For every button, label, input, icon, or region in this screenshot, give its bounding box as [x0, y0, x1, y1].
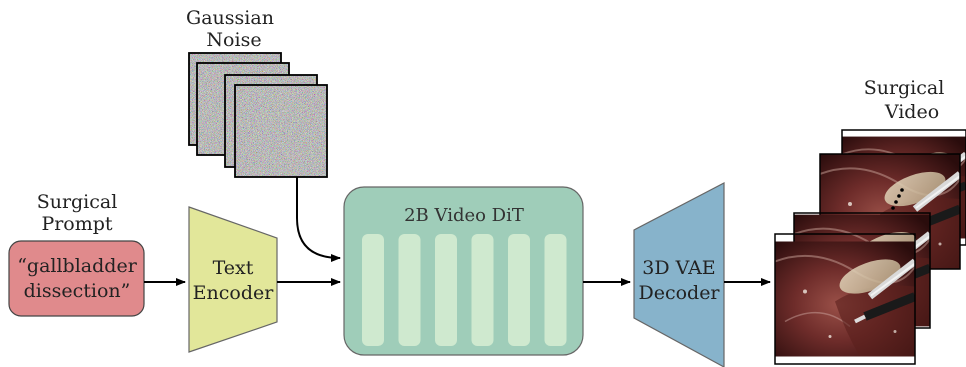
text-encoder-label-line1: Text — [213, 257, 254, 279]
dit-layer — [398, 234, 421, 346]
prompt-text-line1: “gallbladder — [17, 255, 137, 277]
video-label-line1: Surgical — [864, 77, 945, 99]
dit-layer-group — [362, 234, 567, 346]
arrow-noise-to-dit — [296, 177, 341, 262]
noise-label-line1: Gaussian — [186, 7, 274, 29]
text-encoder-block — [188, 206, 278, 353]
noise-stack — [188, 52, 328, 178]
video-stack — [774, 129, 966, 365]
prompt-box — [8, 240, 145, 317]
vae-decoder-block — [633, 182, 725, 367]
dit-label: 2B Video DiT — [404, 205, 524, 226]
noise-label-line2: Noise — [206, 29, 261, 51]
vae-label-line1: 3D VAE — [642, 257, 715, 279]
prompt-title-line2: Prompt — [41, 213, 112, 235]
dit-layer — [544, 234, 567, 346]
dit-layer — [362, 234, 384, 346]
dit-layer — [471, 234, 494, 346]
video-label-line2: Video — [884, 101, 939, 123]
text-encoder-label-line2: Encoder — [193, 282, 275, 304]
dit-layer — [508, 234, 530, 346]
vae-label-line2: Decoder — [638, 282, 720, 304]
prompt-text-line2: dissection” — [24, 280, 131, 302]
dit-layer — [435, 234, 457, 346]
video-frame — [774, 233, 916, 365]
noise-frame — [234, 84, 328, 178]
prompt-title-line1: Surgical — [37, 191, 118, 213]
